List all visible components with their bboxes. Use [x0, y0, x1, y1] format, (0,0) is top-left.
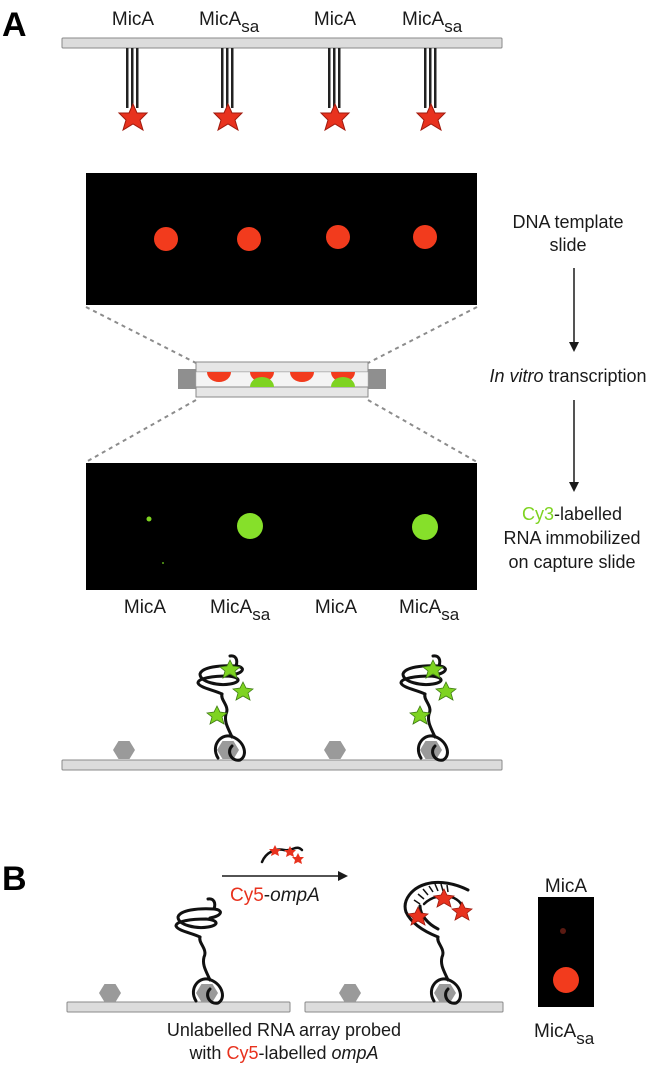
dna-template-scan: [86, 173, 477, 305]
svg-text:MicA: MicA: [314, 9, 357, 30]
red-spot-3: [326, 225, 350, 249]
green-star-icon: [219, 659, 241, 679]
svg-text:MicAsa: MicAsa: [402, 9, 463, 36]
capture-slide-schematic: [61, 654, 503, 771]
green-star-icon: [206, 705, 228, 725]
top-label-3-main: MicA: [314, 9, 357, 30]
zoom-lines: [85, 306, 478, 463]
top-label-2: MicAsa: [199, 9, 260, 36]
caption-cy5: Cy5: [226, 1043, 258, 1063]
caption-ompa: ompA: [332, 1043, 379, 1063]
step3-line3: on capture slide: [508, 552, 635, 572]
result-top-label: MicA: [545, 876, 588, 897]
bottom-label-3: MicA: [315, 597, 358, 618]
top-label-1-main: MicA: [112, 9, 155, 30]
green-speck: [146, 516, 152, 522]
dna-template-slide-schematic: [61, 37, 503, 49]
red-spot-1: [154, 227, 178, 251]
dna-probe-3: [319, 48, 351, 132]
step3-rest: -labelled: [554, 504, 622, 524]
step2-italic: In vitro: [489, 366, 543, 386]
green-spot-1: [237, 513, 263, 539]
top-label-4: MicAsa: [402, 9, 463, 36]
top-label-1: MicA: [112, 9, 155, 30]
dna-probe-2: [212, 48, 244, 132]
probe-arrow: [222, 871, 348, 881]
unlabelled-array: [66, 897, 291, 1013]
step2-label: In vitro transcription: [489, 366, 646, 386]
probe-label: Cy5-ompA: [230, 885, 320, 906]
faint-red-spot: [560, 928, 566, 934]
bright-red-spot: [553, 967, 579, 993]
top-label-2-sub: sa: [241, 17, 260, 36]
dna-probe-4: [415, 48, 447, 132]
red-star-icon: [433, 888, 455, 908]
arrow-2: [569, 400, 579, 492]
step3-line1: Cy3-labelled: [522, 504, 622, 524]
panel-b-letter: B: [2, 860, 27, 898]
red-star-icon: [212, 102, 244, 132]
top-label-4-main: MicA: [402, 9, 445, 30]
top-label-4-sub: sa: [444, 17, 463, 36]
slide-sandwich: [178, 361, 386, 398]
result-bottom-sub: sa: [576, 1029, 595, 1048]
red-spot-4: [413, 225, 437, 249]
probe-cy5: Cy5: [230, 885, 264, 906]
ompa-probe: [260, 845, 304, 864]
result-bottom-label: MicAsa: [534, 1021, 595, 1048]
dna-probe-1: [117, 48, 149, 132]
red-star-icon: [451, 901, 473, 921]
step3-line2: RNA immobilized: [503, 528, 640, 548]
green-star-icon: [232, 681, 254, 701]
step2-rest: transcription: [543, 366, 646, 386]
rna-structure-2: [399, 654, 449, 762]
probe-ompa: ompA: [270, 885, 320, 906]
green-spot-2: [412, 514, 438, 540]
top-label-3: MicA: [314, 9, 357, 30]
top-label-2-main: MicA: [199, 9, 242, 30]
green-speck: [162, 562, 164, 564]
red-star-icon: [407, 906, 429, 926]
caption-with: with: [188, 1043, 226, 1063]
step1-line1: DNA template: [512, 212, 623, 232]
arrow-1: [569, 268, 579, 352]
green-star-icon: [422, 659, 444, 679]
probe-dash: -: [264, 885, 270, 906]
bottom-label-1: MicA: [124, 597, 167, 618]
probed-array: [304, 880, 504, 1013]
svg-text:MicAsa: MicAsa: [199, 9, 260, 36]
step3-cy3: Cy3: [522, 504, 554, 524]
caption-rest: -labelled: [258, 1043, 331, 1063]
green-star-icon: [435, 681, 457, 701]
step1-line2: slide: [549, 235, 586, 255]
red-star-icon: [319, 102, 351, 132]
bottom-label-2: MicAsa: [210, 597, 271, 624]
red-star-icon: [415, 102, 447, 132]
caption-line2: with Cy5-labelled ompA: [188, 1043, 378, 1063]
caption-line1: Unlabelled RNA array probed: [167, 1020, 401, 1040]
green-star-icon: [409, 705, 431, 725]
panel-a-letter: A: [2, 6, 27, 44]
red-star-icon: [117, 102, 149, 132]
svg-text:MicA: MicA: [112, 9, 155, 30]
result-bottom-main: MicA: [534, 1021, 577, 1042]
red-spot-2: [237, 227, 261, 251]
capture-slide-scan: [86, 463, 477, 590]
bottom-label-4: MicAsa: [399, 597, 460, 624]
